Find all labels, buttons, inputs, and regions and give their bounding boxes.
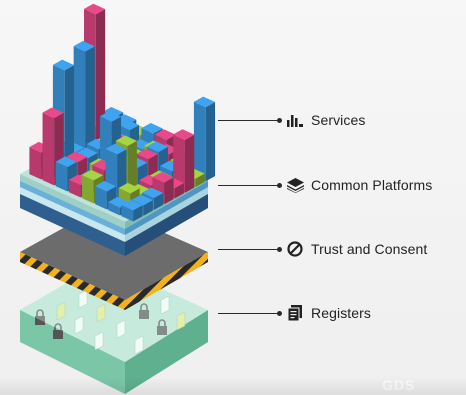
- trust-label: Trust and Consent: [311, 241, 428, 257]
- record-document: [74, 315, 84, 335]
- service-bar: [193, 96, 216, 182]
- platforms-label-row: Common Platforms: [218, 174, 432, 196]
- service-bar: [55, 156, 77, 192]
- gds-watermark: GDS: [382, 377, 416, 393]
- registers-label: Registers: [311, 305, 372, 321]
- prohibited-icon: [286, 240, 304, 258]
- services-towers: [29, 3, 216, 222]
- registers-label-row: Registers: [218, 302, 371, 324]
- padlock-icon: [157, 319, 167, 335]
- layers-icon: [286, 176, 304, 194]
- padlock-icon: [53, 323, 63, 339]
- platforms-connector: [218, 182, 282, 188]
- services-label: Services: [311, 112, 366, 128]
- service-bar: [173, 129, 195, 193]
- padlock-icon: [35, 309, 45, 325]
- registers-layer: [20, 262, 208, 394]
- trust-label-row: Trust and Consent: [218, 238, 427, 260]
- platforms-label: Common Platforms: [311, 177, 433, 193]
- record-document: [134, 335, 144, 355]
- services-label-row: Services: [218, 109, 365, 131]
- service-bar: [121, 199, 143, 222]
- trust-connector: [218, 246, 282, 252]
- record-document: [176, 311, 186, 331]
- document-icon: [286, 304, 304, 322]
- registers-connector: [218, 310, 282, 316]
- record-document: [116, 319, 126, 339]
- service-bar: [73, 40, 95, 169]
- record-document: [160, 295, 170, 315]
- trust-layer: [20, 206, 208, 310]
- services-connector: [218, 117, 282, 123]
- bar-chart-icon: [286, 111, 304, 129]
- record-document: [94, 331, 104, 351]
- record-document: [96, 303, 106, 323]
- padlock-icon: [139, 303, 149, 319]
- record-document: [56, 301, 66, 321]
